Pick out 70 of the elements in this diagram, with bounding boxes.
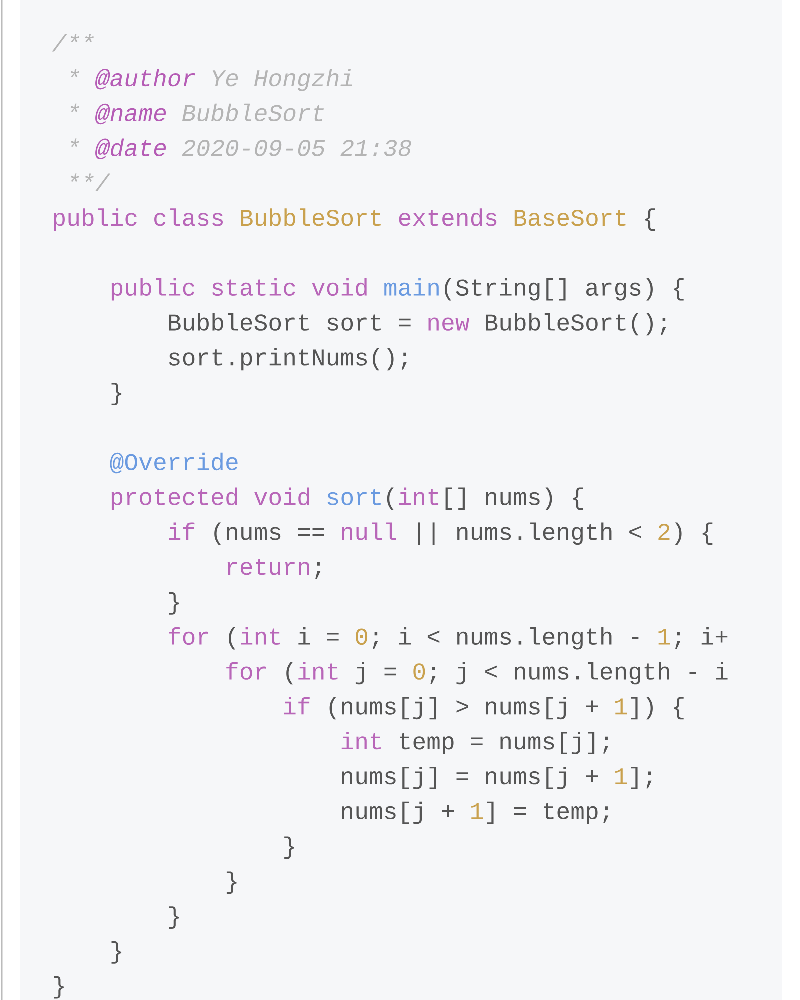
code-text: BubbleSort: [241, 208, 381, 226]
code-text: }: [54, 976, 64, 999]
code-text: }: [112, 942, 122, 964]
code-text: BubbleSort();: [486, 313, 666, 336]
code-text: @Override: [110, 452, 238, 474]
code-keyword: if: [169, 522, 195, 540]
code-number: 1: [658, 628, 670, 645]
code-comment: *: [70, 138, 80, 148]
code-text: (String[] args) {: [445, 278, 684, 301]
code-keyword: int: [241, 627, 280, 645]
code-comment: 2020-09-05 21:38: [182, 140, 412, 156]
code-keyword: new: [428, 318, 470, 331]
code-text: sort.printNums();: [169, 348, 407, 371]
code-keyword: protected void: [112, 488, 310, 510]
code-text: ; i < nums.length -: [373, 627, 639, 650]
code-text: {: [645, 208, 656, 231]
code-keyword: for: [226, 662, 266, 680]
code-number: 0: [356, 628, 368, 646]
code-keyword: public static void: [112, 278, 367, 301]
code-comment: @date: [96, 138, 166, 160]
code-keyword: null: [342, 522, 396, 540]
code-comment: @name: [96, 104, 166, 125]
code-text: (nums[j] > nums[j +: [330, 697, 598, 720]
code-keyword: if: [284, 697, 310, 715]
code-text: sort: [328, 489, 381, 506]
code-text: (nums ==: [214, 522, 324, 546]
code-text: i =: [298, 627, 339, 645]
code-text: }: [169, 906, 180, 929]
code-text: (: [229, 627, 236, 650]
code-text: }: [112, 383, 122, 406]
code-text: }: [226, 872, 237, 894]
code-text: ] = temp;: [487, 802, 609, 824]
code-text: (: [286, 662, 294, 685]
code-keyword: public class: [54, 208, 224, 231]
code-text: nums[j] = nums[j +: [342, 767, 598, 790]
code-text: ];: [631, 767, 652, 790]
code-text: ]) {: [631, 697, 684, 720]
code-keyword: return: [228, 559, 310, 576]
code-text: }: [169, 592, 180, 615]
code-comment: *: [70, 69, 80, 78]
code-text: BaseSort: [514, 210, 626, 226]
code-comment: *: [70, 104, 80, 112]
code-keyword: for: [169, 627, 208, 646]
code-text: BubbleSort sort =: [169, 313, 411, 331]
code-comment: @author: [96, 69, 196, 90]
code-text: ; i+: [676, 627, 728, 650]
code-keyword: extends: [399, 208, 497, 226]
code-text: || nums.length <: [418, 522, 642, 546]
code-comment: Ye Hongzhi: [212, 69, 352, 92]
code-text: (: [387, 488, 394, 510]
code-keyword: int: [342, 732, 381, 750]
code-text: ; j < nums.length - i: [430, 662, 728, 685]
code-comment: /**: [52, 34, 94, 52]
code-text: temp = nums[j];: [400, 732, 609, 754]
code-text: ) {: [675, 522, 713, 546]
code-comment: BubbleSort: [182, 104, 324, 122]
code-number: 0: [414, 664, 426, 680]
code-text: [] nums) {: [446, 488, 584, 510]
code-text: main: [384, 278, 439, 296]
code-keyword: int: [298, 662, 338, 680]
code-number: 1: [616, 768, 628, 784]
code-text: nums[j +: [342, 802, 454, 824]
code-number: 1: [472, 803, 484, 820]
code-text: ;: [316, 562, 321, 580]
code-text: }: [284, 836, 294, 860]
code-comment: **/: [70, 174, 111, 192]
code-number: 1: [616, 698, 628, 715]
code-keyword: int: [399, 488, 439, 506]
code-number: 2: [658, 524, 670, 540]
code-text: j =: [356, 662, 396, 685]
